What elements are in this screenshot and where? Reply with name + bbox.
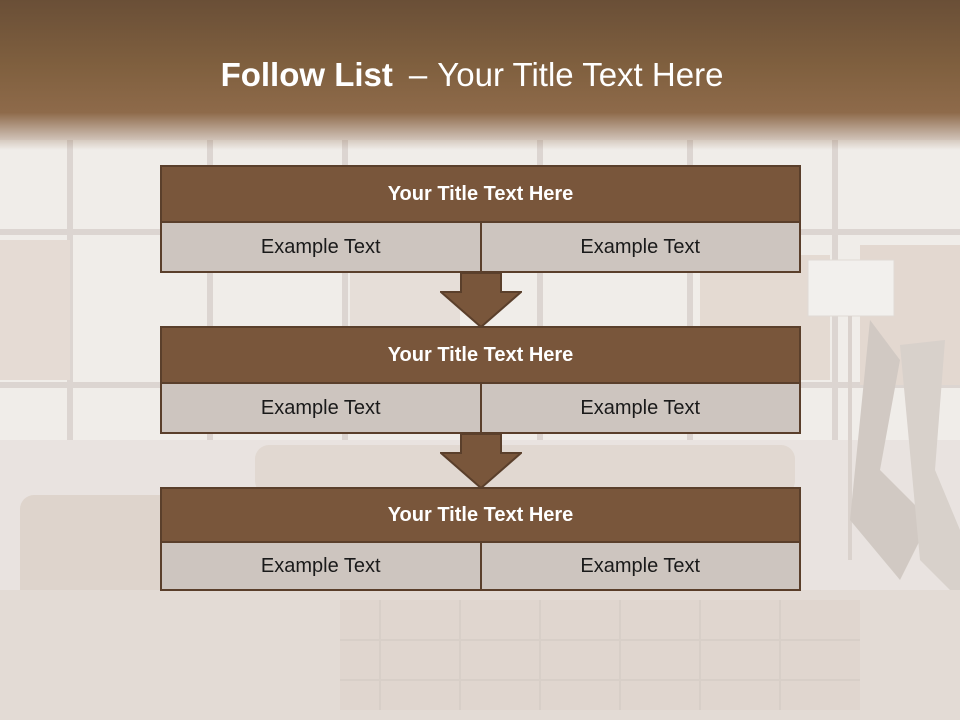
step-1-row: Example Text Example Text	[160, 223, 801, 273]
title-band	[0, 0, 960, 150]
down-arrow-icon	[440, 272, 522, 328]
step-2-left-text: Example Text	[160, 384, 481, 434]
title-bold-part: Follow List	[220, 56, 393, 93]
follow-step-2: Your Title Text Here Example Text Exampl…	[160, 326, 801, 434]
title-dash: –	[408, 56, 428, 93]
step-3-right-text: Example Text	[480, 543, 801, 591]
down-arrow-icon	[440, 433, 522, 489]
step-3-title: Your Title Text Here	[160, 487, 801, 543]
step-2-row: Example Text Example Text	[160, 384, 801, 434]
follow-step-3: Your Title Text Here Example Text Exampl…	[160, 487, 801, 591]
step-3-row: Example Text Example Text	[160, 543, 801, 591]
follow-step-1: Your Title Text Here Example Text Exampl…	[160, 165, 801, 273]
step-2-right-text: Example Text	[480, 384, 801, 434]
step-1-title: Your Title Text Here	[160, 165, 801, 223]
step-1-left-text: Example Text	[160, 223, 481, 273]
step-1-right-text: Example Text	[480, 223, 801, 273]
step-2-title: Your Title Text Here	[160, 326, 801, 384]
step-3-left-text: Example Text	[160, 543, 481, 591]
title-rest: Your Title Text Here	[437, 56, 724, 93]
slide-title: Follow List–Your Title Text Here	[0, 56, 944, 94]
